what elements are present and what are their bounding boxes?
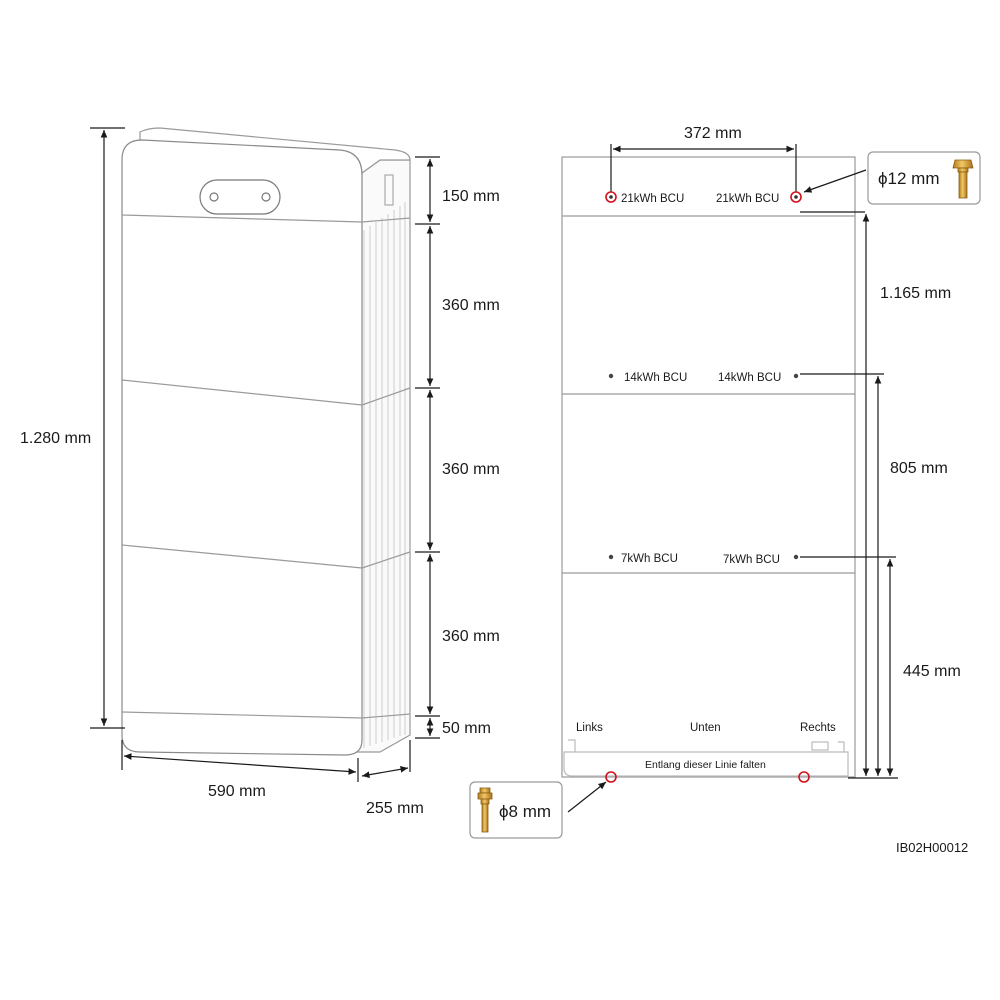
top-module-label: 150 mm <box>442 188 500 205</box>
bcu-14-right-label: 14kWh BCU <box>718 372 781 384</box>
bolt-8-callout <box>469 781 607 839</box>
left-edge-label: Links <box>576 722 603 734</box>
height-14kwh-label: 805 mm <box>890 460 948 477</box>
bolt-12-callout <box>803 151 981 205</box>
bcu-7-left-label: 7kWh BCU <box>621 553 678 565</box>
height-total-label: 1.280 mm <box>20 430 91 447</box>
battery-view <box>121 127 411 756</box>
height-7kwh-label: 445 mm <box>903 663 961 680</box>
fold-area <box>563 751 849 777</box>
bottom-edge-label: Unten <box>690 722 721 734</box>
module-2-label: 360 mm <box>442 461 500 478</box>
dot-7kwh-right <box>793 554 799 560</box>
bolt-12-label: ϕ12 mm <box>878 169 939 188</box>
template-outline <box>561 156 856 778</box>
mounting-holes <box>605 191 810 783</box>
base-label: 50 mm <box>442 720 491 737</box>
bcu-21-right-label: 21kWh BCU <box>716 193 779 205</box>
battery-front-face <box>121 139 363 756</box>
height-21kwh-label: 1.165 mm <box>880 285 951 302</box>
template-dimensions <box>610 144 898 779</box>
bolt-8-icon <box>477 787 493 833</box>
width-label: 590 mm <box>208 783 266 800</box>
figure-code: IB02H00012 <box>896 840 968 855</box>
hole-bottom-right <box>798 771 810 783</box>
bcu-7-right-label: 7kWh BCU <box>723 554 780 566</box>
bcu-14-left-label: 14kWh BCU <box>624 372 687 384</box>
depth-label: 255 mm <box>366 800 424 817</box>
dot-14kwh-left <box>608 373 614 379</box>
module-1-label: 360 mm <box>442 297 500 314</box>
mounting-template <box>561 156 856 778</box>
hole-bottom-left <box>605 771 617 783</box>
module-3-label: 360 mm <box>442 628 500 645</box>
battery-dimensions <box>90 127 440 782</box>
right-edge-label: Rechts <box>800 722 836 734</box>
battery-handle <box>199 179 281 215</box>
hole-21kwh-left <box>605 191 617 203</box>
dot-14kwh-right <box>793 373 799 379</box>
hole-spacing-label: 372 mm <box>684 125 742 142</box>
bcu-21-left-label: 21kWh BCU <box>621 193 684 205</box>
bolt-12-icon <box>952 159 974 199</box>
bolt-8-label: ϕ8 mm <box>499 802 551 821</box>
dot-7kwh-left <box>608 554 614 560</box>
battery-side-ribs <box>363 202 406 748</box>
hole-21kwh-right <box>790 191 802 203</box>
fold-line-label: Entlang dieser Linie falten <box>645 759 766 771</box>
